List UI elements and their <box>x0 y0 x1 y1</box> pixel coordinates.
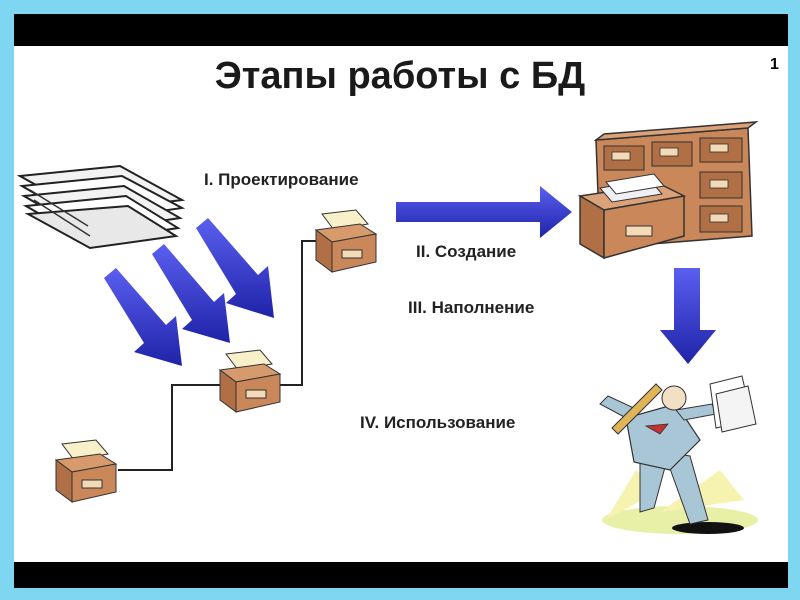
slide-title: Этапы работы с БД <box>214 55 586 97</box>
filing-cabinet-icon <box>577 121 759 260</box>
file-drawer-icon-2 <box>218 349 282 413</box>
diagonal-arrow-3 <box>196 218 274 318</box>
running-person-icon <box>599 375 758 534</box>
stage-label-design: I. Проектирование <box>204 170 359 189</box>
file-drawer-icon-3 <box>314 209 378 273</box>
horizontal-arrow <box>396 186 572 238</box>
file-drawer-icon-1 <box>54 439 118 503</box>
stage-label-usage: IV. Использование <box>360 413 516 432</box>
paper-stack-icon <box>16 164 186 250</box>
slide-number: 1 <box>770 56 779 73</box>
stage-label-creation: II. Создание <box>416 242 517 261</box>
diagonal-arrow-1 <box>104 268 182 366</box>
diagonal-arrow-2 <box>152 244 230 343</box>
down-arrow <box>660 268 716 364</box>
stage-label-filling: III. Наполнение <box>408 298 535 317</box>
